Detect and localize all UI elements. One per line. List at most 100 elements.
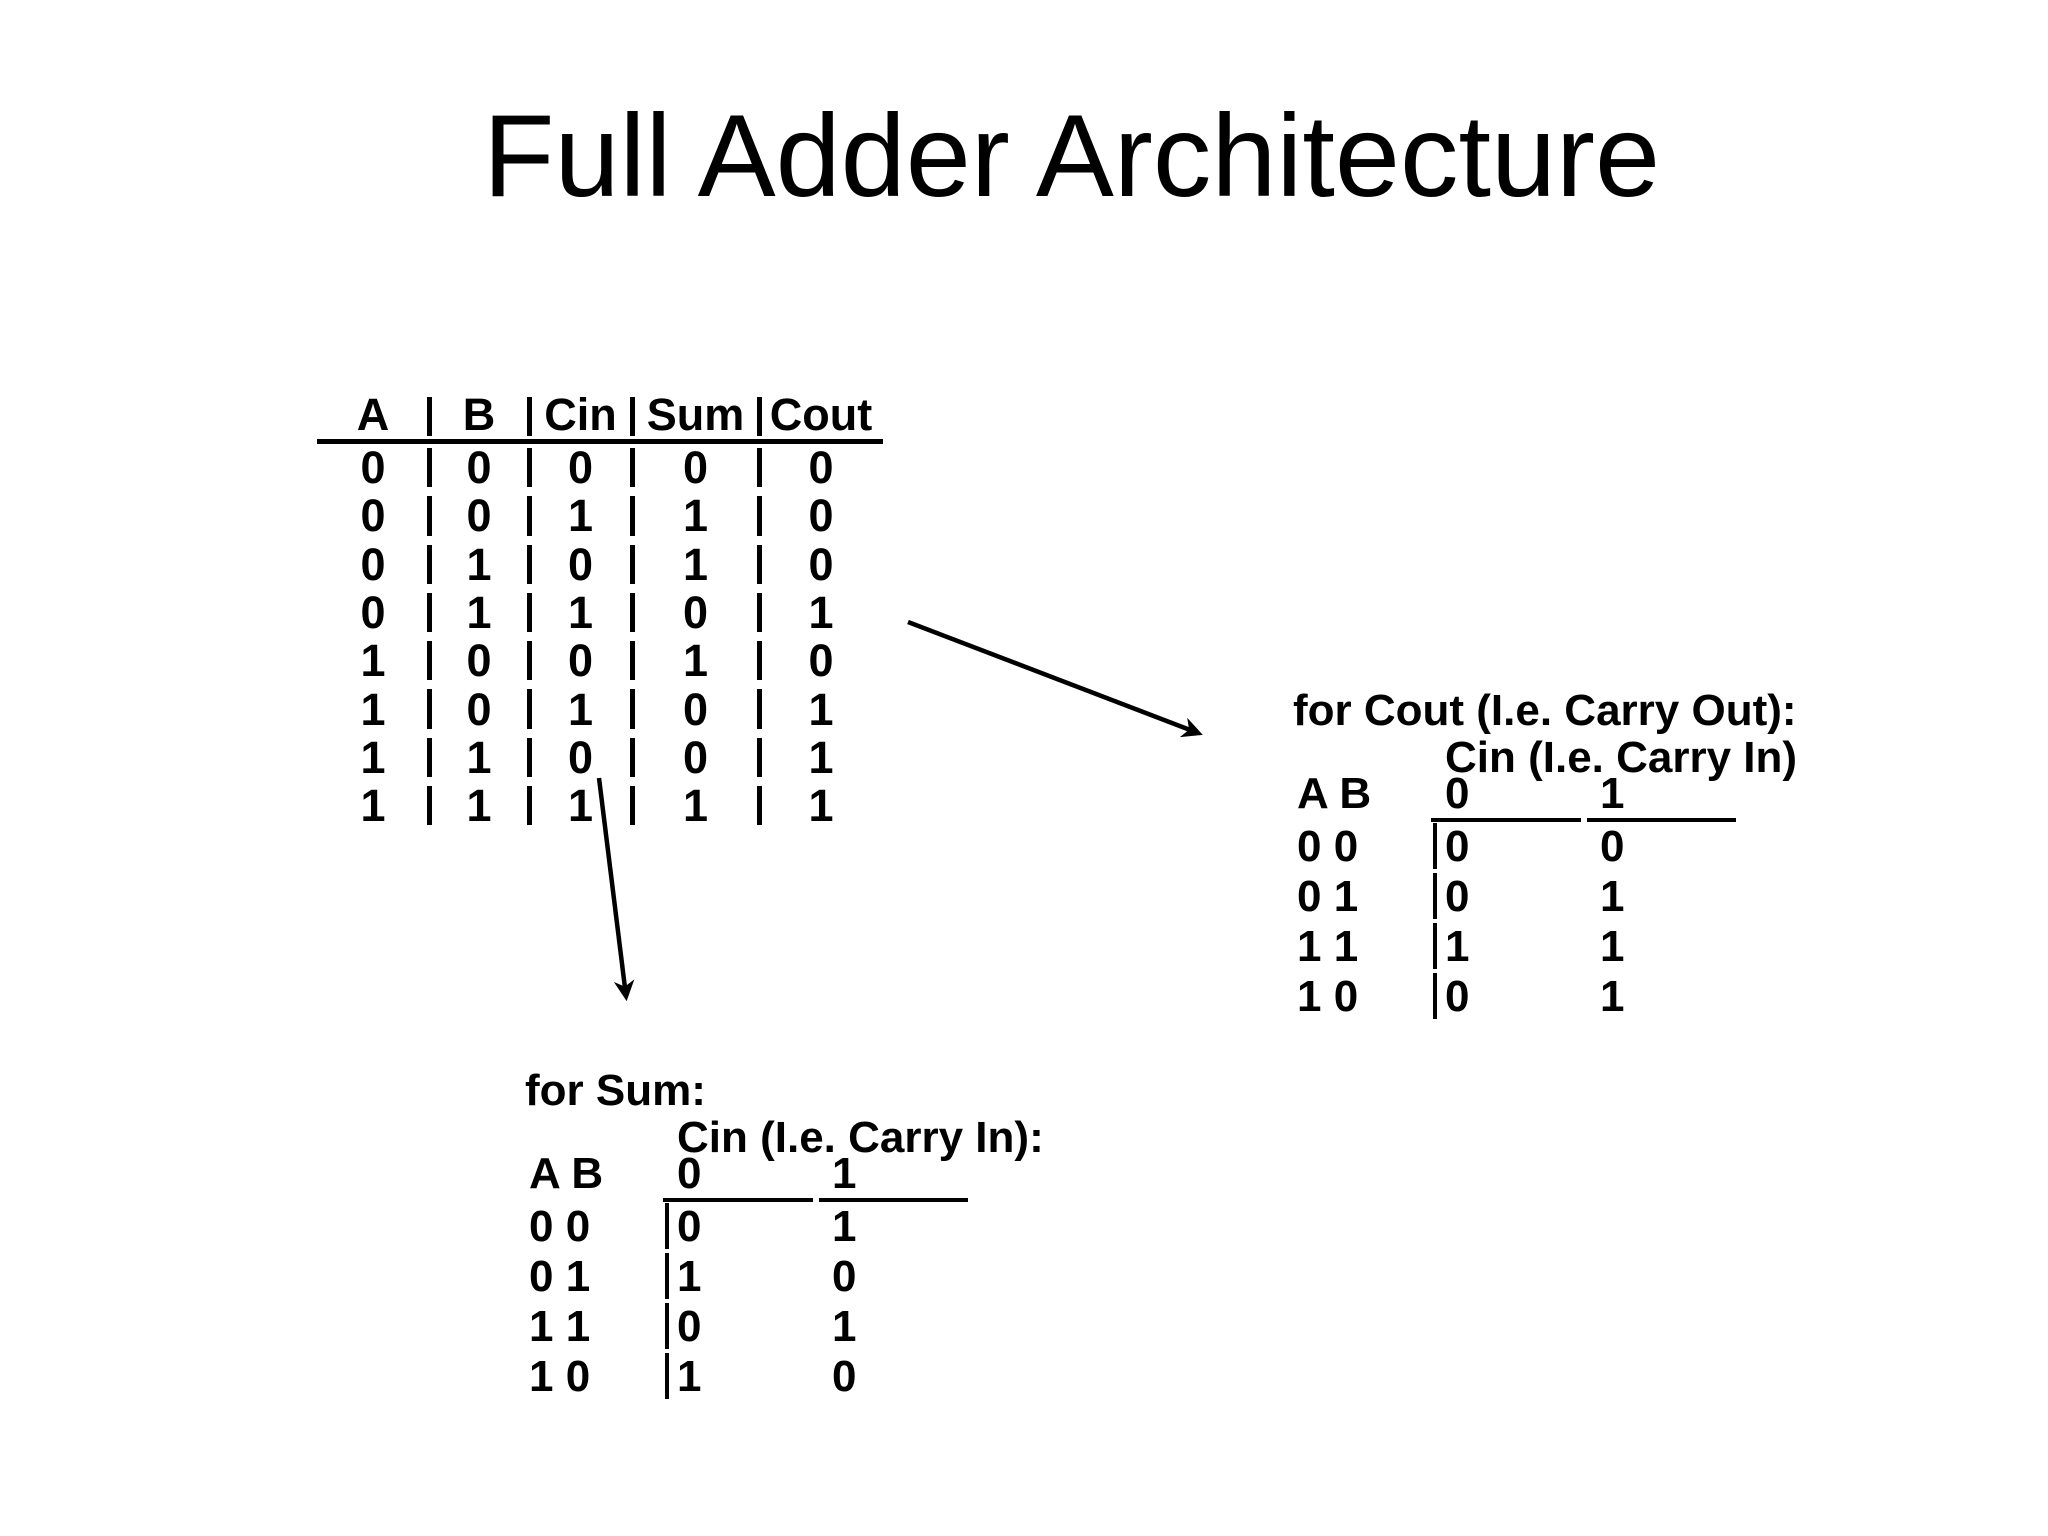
truth-table-cell: 0 <box>632 442 762 493</box>
sum-kmap-cell: 0 <box>832 1252 857 1301</box>
truth-table-cell: 0 <box>317 587 432 638</box>
sum-kmap-cell: 0 <box>832 1352 857 1401</box>
truth-table-cell: 1 <box>632 635 762 686</box>
truth-table-cell: 1 <box>317 732 432 783</box>
truth-table-cell: 1 <box>632 539 762 590</box>
sum-kmap: for Sum: Cin (I.e. Carry In): A B 0 1 0 … <box>525 1066 1065 1411</box>
truth-table-cell: 1 <box>808 780 834 832</box>
sum-kmap-col-header: 1 <box>832 1149 857 1198</box>
truth-table-cell: 1 <box>529 684 635 735</box>
truth-table-row: 0 1 1 0 1 <box>317 587 883 639</box>
cout-kmap-cell: 0 <box>1445 822 1470 871</box>
sum-kmap-header-row: A B 0 1 <box>525 1149 1065 1199</box>
cout-kmap-row-header: A B <box>1297 769 1372 818</box>
sum-kmap-cell: 1 <box>677 1252 702 1301</box>
truth-table-cell: 0 <box>429 490 532 541</box>
arrow-truth-table-to-cout-map <box>907 619 1203 738</box>
cout-kmap-cell: 1 <box>1600 872 1625 921</box>
sum-kmap-title: for Sum: <box>525 1066 706 1115</box>
truth-table-cell: 0 <box>317 442 432 493</box>
slide-title: Full Adder Architecture <box>483 90 1661 221</box>
truth-table-cell: 1 <box>808 683 834 735</box>
truth-table-cell: 0 <box>632 684 762 735</box>
truth-table-row: 0 0 1 1 0 <box>317 490 883 542</box>
cout-kmap-cell: 1 <box>1600 922 1625 971</box>
truth-table-row: 1 0 0 1 0 <box>317 635 883 686</box>
cout-kmap-cell: 1 <box>1445 922 1470 971</box>
sum-kmap-row-header: A B <box>529 1149 604 1198</box>
truth-table-row: 0 0 0 0 0 <box>317 442 883 494</box>
cout-kmap-underline-right <box>1587 818 1736 822</box>
truth-table-cell: 0 <box>529 539 635 590</box>
truth-table-row: 1 0 1 0 1 <box>317 683 883 735</box>
truth-table-cell: 1 <box>808 587 834 639</box>
cout-kmap-underline-left <box>1431 818 1581 822</box>
sum-kmap-cell: 0 <box>677 1202 702 1251</box>
truth-table-cell: 1 <box>529 780 635 831</box>
truth-table-cell: 1 <box>429 732 532 783</box>
truth-table-cell: 1 <box>529 587 635 638</box>
cout-kmap-row-label: 0 1 <box>1297 872 1359 921</box>
truth-table-header-row: A B Cin Sum Cout <box>317 388 883 440</box>
truth-table-cell: 0 <box>317 539 432 590</box>
cout-kmap-subtitle: Cin (I.e. Carry In) <box>1445 733 1798 782</box>
sum-kmap-subtitle: Cin (I.e. Carry In): <box>677 1113 1044 1162</box>
sum-kmap-cell: 1 <box>832 1302 857 1351</box>
sum-kmap-row: 0 0 0 1 <box>525 1202 1065 1252</box>
truth-table-header-underline <box>317 439 883 444</box>
truth-table-header-cin: Cin <box>529 389 635 440</box>
truth-table-cell: 1 <box>429 780 532 831</box>
full-adder-truth-table: A B Cin Sum Cout 0 0 0 0 0 0 0 1 1 0 0 1… <box>317 388 883 832</box>
truth-table-cell: 1 <box>632 780 762 831</box>
cout-kmap-row-label: 1 0 <box>1297 972 1359 1021</box>
truth-table-cell: 0 <box>632 732 762 783</box>
truth-table-cell: 0 <box>808 538 834 590</box>
sum-kmap-cell: 1 <box>677 1352 702 1401</box>
cout-kmap-row: 0 0 0 0 <box>1293 822 1833 872</box>
sum-kmap-row: 1 0 1 0 <box>525 1352 1065 1402</box>
cout-kmap-cell: 0 <box>1600 822 1625 871</box>
sum-kmap-underline-right <box>819 1198 968 1202</box>
cout-kmap-cell: 1 <box>1600 972 1625 1021</box>
truth-table-row: 1 1 0 0 1 <box>317 731 883 783</box>
truth-table-header-cout: Cout <box>769 388 873 440</box>
truth-table-cell: 1 <box>429 539 532 590</box>
truth-table-cell: 0 <box>529 442 635 493</box>
truth-table-cell: 0 <box>529 732 635 783</box>
truth-table-cell: 1 <box>808 731 834 783</box>
cout-kmap-row: 1 1 1 1 <box>1293 922 1833 972</box>
truth-table-header-sum: Sum <box>632 389 762 440</box>
truth-table-header-a: A <box>317 389 432 440</box>
sum-kmap-row-label: 1 0 <box>529 1352 591 1401</box>
sum-kmap-row: 0 1 1 0 <box>525 1252 1065 1302</box>
cout-kmap-header-row: A B 0 1 <box>1293 769 1833 819</box>
cout-kmap-cell: 0 <box>1445 872 1470 921</box>
sum-kmap-cell: 1 <box>832 1202 857 1251</box>
truth-table-cell: 0 <box>529 635 635 686</box>
sum-kmap-cell: 0 <box>677 1302 702 1351</box>
sum-kmap-row: 1 1 0 1 <box>525 1302 1065 1352</box>
sum-kmap-col-header: 0 <box>677 1149 702 1198</box>
truth-table-cell: 1 <box>317 635 432 686</box>
cout-kmap-row: 1 0 0 1 <box>1293 972 1833 1022</box>
sum-kmap-underline-left <box>663 1198 813 1202</box>
sum-kmap-row-label: 0 0 <box>529 1202 591 1251</box>
truth-table-cell: 0 <box>317 490 432 541</box>
truth-table-cell: 0 <box>429 635 532 686</box>
truth-table-cell: 0 <box>808 490 834 542</box>
truth-table-row: 1 1 1 1 1 <box>317 780 883 832</box>
cout-kmap-row: 0 1 0 1 <box>1293 872 1833 922</box>
truth-table-cell: 0 <box>429 442 532 493</box>
sum-kmap-row-label: 1 1 <box>529 1302 591 1351</box>
cout-kmap-col-header: 0 <box>1445 769 1470 818</box>
truth-table-cell: 0 <box>632 587 762 638</box>
truth-table-cell: 0 <box>808 442 834 494</box>
cout-kmap-cell: 0 <box>1445 972 1470 1021</box>
truth-table-row: 0 1 0 1 0 <box>317 538 883 590</box>
cout-kmap: for Cout (I.e. Carry Out): Cin (I.e. Car… <box>1293 686 1833 1031</box>
truth-table-cell: 1 <box>429 587 532 638</box>
sum-kmap-row-label: 0 1 <box>529 1252 591 1301</box>
cout-kmap-row-label: 1 1 <box>1297 922 1359 971</box>
truth-table-cell: 0 <box>429 684 532 735</box>
